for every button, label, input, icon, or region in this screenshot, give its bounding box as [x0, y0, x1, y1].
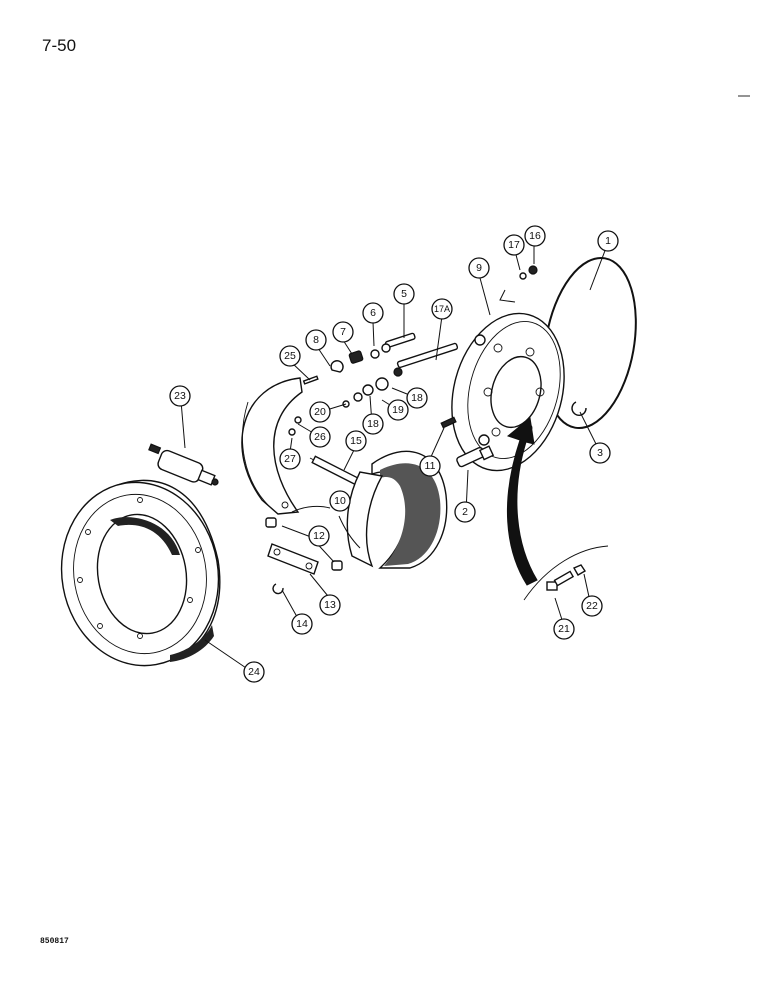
svg-text:19: 19	[392, 404, 404, 416]
svg-text:25: 25	[284, 350, 296, 362]
svg-text:3: 3	[597, 447, 603, 459]
callout-18b: 18	[406, 387, 428, 409]
pin-26	[294, 416, 302, 424]
svg-text:27: 27	[284, 453, 296, 465]
svg-text:14: 14	[296, 618, 308, 630]
callout-9: 9	[468, 257, 490, 279]
link-plate	[267, 543, 319, 575]
svg-text:5: 5	[401, 288, 407, 300]
svg-text:22: 22	[586, 600, 598, 612]
callout-5: 5	[393, 283, 415, 305]
callout-19: 19	[387, 399, 409, 421]
callout-27: 27	[279, 448, 301, 470]
svg-text:26: 26	[314, 431, 326, 443]
callout-10: 10	[329, 490, 351, 512]
callout-21: 21	[553, 618, 575, 640]
svg-text:11: 11	[425, 460, 436, 472]
svg-text:16: 16	[529, 230, 541, 242]
callout-15: 15	[345, 430, 367, 452]
lock-nut-22	[573, 564, 586, 576]
svg-text:1: 1	[605, 235, 611, 247]
bushing-12b	[331, 560, 343, 571]
bolt-16	[528, 265, 538, 275]
callout-8: 8	[305, 329, 327, 351]
washer-17	[519, 272, 527, 280]
callout-23: 23	[169, 385, 191, 407]
callout-12: 12	[308, 525, 330, 547]
anchor-pin	[456, 445, 495, 468]
callout-11: 11	[419, 455, 441, 477]
svg-text:10: 10	[334, 495, 346, 507]
svg-text:23: 23	[174, 390, 186, 402]
callout-7: 7	[332, 321, 354, 343]
washer-18b	[353, 392, 363, 402]
svg-text:20: 20	[314, 406, 326, 418]
svg-text:13: 13	[324, 599, 336, 611]
svg-text:2: 2	[462, 506, 468, 518]
callout-14: 14	[291, 613, 313, 635]
pin-27	[288, 428, 296, 436]
backing-plate	[451, 312, 565, 472]
svg-text:8: 8	[313, 334, 319, 346]
svg-text:24: 24	[248, 666, 260, 678]
callout-26: 26	[309, 426, 331, 448]
svg-text:17: 17	[508, 239, 520, 251]
snap-ring	[571, 401, 587, 416]
svg-text:21: 21	[558, 623, 570, 635]
clip	[330, 360, 344, 373]
callout-24: 24	[243, 661, 265, 683]
callout-20: 20	[309, 401, 331, 423]
svg-text:18: 18	[411, 392, 423, 404]
callout-1: 1	[597, 230, 619, 252]
callout-16: 16	[524, 225, 546, 247]
callout-6: 6	[362, 302, 384, 324]
washer-18	[375, 377, 389, 391]
callout-25: 25	[279, 345, 301, 367]
svg-text:12: 12	[313, 530, 325, 542]
svg-text:7: 7	[340, 326, 346, 338]
pin	[381, 332, 416, 353]
brake-shoe	[241, 377, 303, 515]
svg-text:6: 6	[370, 307, 376, 319]
adjusting-shaft	[393, 342, 459, 377]
snap-ring-14	[272, 583, 284, 595]
callout-17: 17	[503, 234, 525, 256]
brake-drum	[60, 479, 221, 667]
pin-25	[302, 375, 319, 385]
callout-22: 22	[581, 595, 603, 617]
washer	[370, 349, 380, 359]
spring	[348, 350, 364, 364]
figure-code: 850817	[40, 937, 69, 946]
bleeder-screw	[440, 416, 457, 429]
wheel-cylinder	[148, 443, 219, 486]
callout-13: 13	[319, 594, 341, 616]
svg-text:15: 15	[350, 435, 362, 447]
assembly-arrow	[506, 417, 538, 586]
bolt-21	[546, 570, 575, 591]
svg-text:9: 9	[476, 262, 482, 274]
page-number: 7-50	[42, 36, 77, 55]
callout-17a: 17A	[431, 298, 453, 320]
callout-2: 2	[454, 501, 476, 523]
callout-3: 3	[589, 442, 611, 464]
svg-text:18: 18	[367, 418, 379, 430]
spring-19	[362, 384, 374, 396]
svg-text:17A: 17A	[434, 304, 450, 314]
bushing-12a	[265, 517, 277, 528]
callout-18a: 18	[362, 413, 384, 435]
